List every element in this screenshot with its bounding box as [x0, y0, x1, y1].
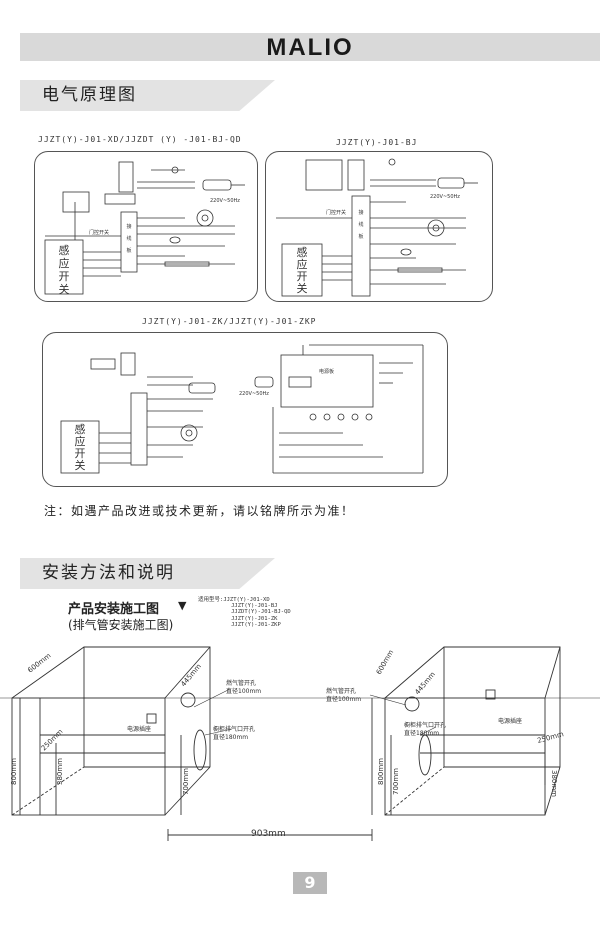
svg-text:感: 感: [297, 246, 308, 259]
control-board-label: 电源板: [319, 368, 334, 375]
svg-text:接: 接: [358, 209, 363, 216]
dim-width: 903mm: [251, 829, 286, 839]
svg-text:开: 开: [59, 270, 70, 283]
svg-text:开: 开: [75, 447, 86, 460]
update-note: 注：如遇产品改进或技术更新，请以铭牌所示为准！: [44, 504, 355, 518]
dim-depth-right: 600mm: [375, 648, 396, 676]
diagram-c-model: JJZT(Y)-J01-ZK/JJZT(Y)-J01-ZKP: [142, 317, 317, 326]
svg-text:直径180mm: 直径180mm: [404, 729, 439, 737]
wiring-diagram-b-drawing: 220V~50Hz 门控开关 接 线 板 感 应 开 关: [276, 158, 478, 297]
sensor-switch-a: 感 应 开 关: [59, 244, 70, 296]
svg-text:感: 感: [75, 423, 86, 436]
svg-text:直径180mm: 直径180mm: [213, 733, 248, 741]
wiring-diagram-c: 电源板 220V~50Hz 感 应 开 关: [42, 332, 448, 487]
page-number: 9: [293, 872, 327, 894]
svg-text:开: 开: [297, 270, 308, 283]
dim-700-right: 700mm: [392, 768, 400, 795]
svg-text:直径100mm: 直径100mm: [326, 695, 361, 703]
section-heading-electrical: 电气原理图: [20, 80, 275, 111]
svg-text:板: 板: [126, 247, 131, 254]
dim-250-right: 250mm: [536, 730, 564, 745]
drawing-subtitle: (排气管安装施工图): [68, 618, 174, 632]
section-heading-installation: 安装方法和说明: [20, 558, 275, 589]
dim-445-left: 445mm: [179, 662, 203, 688]
svg-text:关: 关: [59, 282, 70, 296]
gas-hole-label-right: 燃气管开孔: [326, 687, 356, 695]
section-title: 电气原理图: [42, 85, 137, 105]
svg-text:应: 应: [59, 256, 70, 270]
svg-text:直径100mm: 直径100mm: [226, 687, 261, 695]
dim-depth-left: 600mm: [26, 652, 52, 675]
installation-drawing: 燃气管开孔 直径100mm 橱柜排气口开孔 直径180mm 电源插座 燃气管开孔…: [0, 646, 600, 841]
svg-text:线: 线: [358, 221, 363, 228]
socket-icon-left: [146, 713, 157, 724]
dim-445-right: 445mm: [413, 670, 437, 696]
sensor-switch-b: 感 应 开 关: [297, 246, 308, 295]
wiring-diagram-c-drawing: 电源板 220V~50Hz 感 应 开 关: [60, 344, 424, 474]
door-switch-b: 门控开关: [326, 209, 346, 216]
svg-text:应: 应: [75, 434, 86, 448]
gas-hole-label-left: 燃气管开孔: [226, 679, 256, 687]
socket-label-right: 电源插座: [498, 717, 522, 725]
dim-700-left: 700mm: [182, 768, 190, 795]
diagram-a-model: JJZT(Y)-J01-XD/JJZDT (Y) -J01-BJ-QD: [38, 135, 242, 144]
cabinet-hole-label-left: 橱柜排气口开孔: [213, 725, 255, 733]
dim-height-right: 800mm: [377, 758, 385, 785]
sensor-switch-c: 感 应 开 关: [75, 423, 86, 472]
wiring-diagram-a-drawing: 220V~50Hz 门控开关 接 线 板 感 应 开 关: [44, 161, 245, 296]
dim-380-left: 380mm: [56, 758, 64, 785]
diagram-b-model: JJZT(Y)-J01-BJ: [336, 138, 418, 147]
svg-text:应: 应: [297, 257, 308, 271]
wiring-diagram-a: 220V~50Hz 门控开关 接 线 板 感 应 开 关: [34, 151, 258, 302]
socket-icon-right: [485, 689, 496, 700]
power-label-a: 220V~50Hz: [210, 198, 240, 204]
door-switch-a: 门控开关: [89, 229, 109, 236]
brand-logo: MALIO: [266, 34, 354, 61]
svg-text:关: 关: [297, 281, 308, 295]
applicable-models: 适用型号:JJZT(Y)-J01-XD JJZT(Y)-J01-BJ JJZDT…: [198, 597, 291, 628]
cabinet-hole-label-right: 橱柜排气口开孔: [404, 721, 446, 729]
section-title: 安装方法和说明: [42, 563, 175, 583]
power-label-b: 220V~50Hz: [430, 194, 460, 200]
svg-text:接: 接: [126, 223, 131, 230]
svg-text:感: 感: [59, 244, 70, 257]
power-label-c: 220V~50Hz: [239, 391, 269, 397]
dim-380-right: 380mm: [550, 770, 558, 797]
dim-250-left: 250mm: [40, 728, 65, 753]
svg-text:板: 板: [358, 233, 363, 240]
header-bar: [20, 33, 600, 61]
drawing-title: 产品安装施工图: [68, 602, 160, 617]
wiring-diagram-b: 220V~50Hz 门控开关 接 线 板 感 应 开 关: [265, 151, 493, 302]
dim-height-left: 800mm: [10, 758, 18, 785]
triangle-marker: ▼: [178, 599, 187, 612]
svg-text:线: 线: [126, 235, 131, 242]
socket-label-left: 电源插座: [127, 725, 151, 733]
svg-text:关: 关: [75, 458, 86, 472]
